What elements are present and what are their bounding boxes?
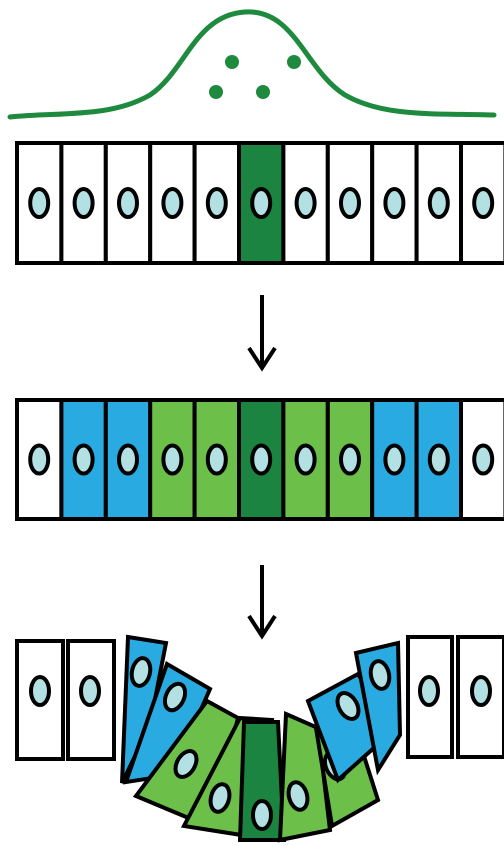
signal-molecule-dot: [225, 55, 239, 69]
cell: [370, 398, 419, 521]
cell: [192, 141, 242, 265]
cell-nucleus: [339, 187, 361, 219]
signal-gradient-curve: [7, 9, 497, 120]
signal-molecule-dot: [209, 85, 223, 99]
cell: [237, 398, 286, 521]
cell-nucleus: [250, 187, 273, 219]
cell-body: [414, 141, 464, 265]
cell-nucleus: [117, 187, 139, 219]
cell-body: [59, 398, 108, 521]
cell-nucleus: [383, 443, 406, 476]
cell-nucleus: [339, 443, 361, 476]
signal-gradient-group: [7, 9, 497, 120]
cell-nucleus: [250, 443, 273, 476]
cell: [459, 398, 504, 521]
cell-body: [325, 141, 375, 265]
cell: [406, 635, 454, 759]
invaginated-cell-row: [15, 634, 504, 843]
cell-nucleus: [251, 799, 273, 831]
cell-nucleus: [470, 675, 492, 707]
cell-nucleus: [208, 782, 232, 814]
cell: [59, 398, 108, 521]
cell: [414, 141, 464, 265]
cell: [325, 141, 375, 265]
cell: [59, 141, 108, 265]
cell: [281, 141, 330, 265]
cell: [459, 141, 504, 265]
cell-nucleus: [427, 187, 450, 219]
cell-nucleus: [205, 187, 228, 219]
cell: [414, 398, 464, 521]
cell-nucleus: [205, 443, 228, 476]
cell-nucleus: [161, 187, 184, 219]
cell-nucleus: [472, 187, 495, 219]
cell: [103, 141, 153, 265]
cell: [148, 398, 197, 521]
patterned-cell-row: [15, 398, 504, 521]
cell-nucleus: [117, 443, 139, 476]
cell-nucleus: [335, 691, 361, 721]
cell-nucleus: [294, 187, 317, 219]
cell-nucleus: [286, 780, 310, 812]
cell-nucleus: [79, 675, 101, 707]
cell-nucleus: [161, 443, 184, 476]
uniform-cell-row: [15, 141, 504, 265]
cell: [237, 141, 286, 265]
cell: [325, 398, 375, 521]
cell-nucleus: [472, 443, 495, 476]
cell: [192, 398, 242, 521]
down-arrow-icon: [247, 565, 277, 640]
cell-nucleus: [418, 675, 440, 707]
cell: [370, 141, 419, 265]
cell: [148, 141, 197, 265]
cell-nucleus: [29, 675, 51, 707]
cell-nucleus: [72, 187, 95, 219]
cell-nucleus: [427, 443, 450, 476]
cell: [15, 141, 64, 265]
arrow-head: [247, 614, 277, 640]
cell: [353, 640, 403, 776]
signal-molecule-dot: [256, 85, 270, 99]
cell-nucleus: [383, 187, 406, 219]
cell-nucleus: [173, 749, 199, 779]
cell-nucleus: [294, 443, 317, 476]
cell: [281, 398, 330, 521]
cell-nucleus: [28, 187, 51, 219]
signal-molecule-dot: [287, 55, 301, 69]
cell: [15, 398, 64, 521]
cell: [66, 639, 116, 761]
cell-body: [15, 141, 64, 265]
arrow-head: [247, 346, 277, 372]
cell-nucleus: [72, 443, 95, 476]
cell-nucleus: [162, 681, 188, 713]
cell: [456, 635, 504, 759]
cell-nucleus: [129, 656, 153, 688]
cell: [237, 720, 287, 842]
cell-nucleus: [28, 443, 51, 476]
down-arrow-icon: [247, 295, 277, 372]
cell: [103, 398, 153, 521]
cell: [15, 639, 65, 761]
cell-nucleus: [368, 659, 392, 691]
